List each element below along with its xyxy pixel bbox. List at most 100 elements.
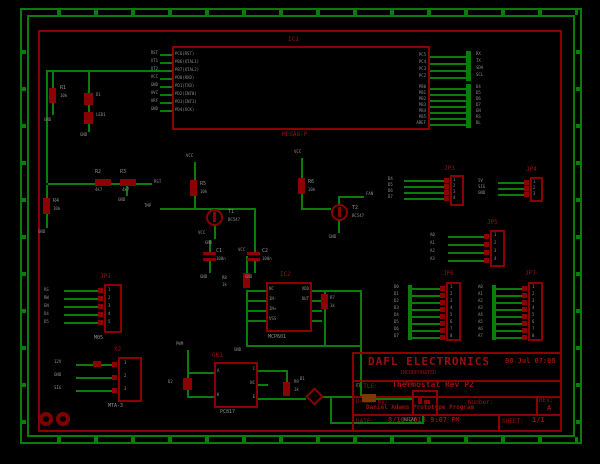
- wire[interactable]: [312, 320, 322, 322]
- wire[interactable]: [160, 94, 172, 96]
- net-label[interactable]: 12V: [54, 359, 62, 364]
- net-label[interactable]: 2: [124, 373, 127, 378]
- wire[interactable]: [442, 124, 466, 126]
- net-label[interactable]: D4: [388, 176, 393, 181]
- net-label[interactable]: 3: [453, 189, 456, 194]
- wire[interactable]: [46, 72, 48, 183]
- net-label[interactable]: RX: [476, 51, 481, 56]
- ref-label[interactable]: JP1: [100, 273, 111, 280]
- net-label[interactable]: A0: [478, 284, 483, 289]
- wire[interactable]: [160, 102, 172, 104]
- net-label[interactable]: B1: [300, 376, 305, 381]
- net-label[interactable]: 3: [494, 248, 497, 253]
- symbol-segment[interactable]: [522, 321, 527, 326]
- component-body[interactable]: [172, 46, 430, 130]
- net-label[interactable]: PC5: [418, 52, 426, 57]
- wire[interactable]: [246, 290, 266, 292]
- wire[interactable]: [338, 196, 364, 198]
- net-label[interactable]: R3: [120, 169, 127, 175]
- symbol-segment[interactable]: [203, 258, 216, 261]
- net-label[interactable]: 1: [108, 287, 111, 292]
- symbol-segment[interactable]: [112, 388, 117, 393]
- net-label[interactable]: BL: [476, 120, 481, 125]
- net-label[interactable]: 6: [450, 319, 453, 324]
- net-label[interactable]: SIG: [54, 385, 62, 390]
- net-label[interactable]: A3: [430, 256, 435, 261]
- wire[interactable]: [64, 298, 98, 300]
- net-label[interactable]: D1: [96, 92, 101, 97]
- symbol-segment[interactable]: [352, 352, 354, 432]
- net-label[interactable]: 1: [532, 284, 535, 289]
- wire[interactable]: [160, 54, 172, 56]
- wire[interactable]: [46, 214, 48, 228]
- net-label[interactable]: 100n: [216, 256, 226, 261]
- wire[interactable]: [498, 194, 524, 196]
- net-label[interactable]: D2: [394, 298, 399, 303]
- symbol-segment[interactable]: [352, 352, 562, 354]
- wire[interactable]: [496, 302, 522, 304]
- net-label[interactable]: MTA-3: [108, 403, 124, 409]
- symbol-segment[interactable]: [440, 321, 445, 326]
- net-label[interactable]: RS: [44, 287, 49, 292]
- net-label[interactable]: A7: [478, 333, 483, 338]
- wire[interactable]: [498, 182, 524, 184]
- symbol-segment[interactable]: [38, 430, 562, 432]
- wire[interactable]: [376, 398, 412, 400]
- symbol-segment[interactable]: [321, 294, 328, 309]
- symbol-segment[interactable]: [352, 380, 562, 382]
- wire[interactable]: [301, 208, 331, 210]
- net-label[interactable]: A5: [478, 319, 483, 324]
- symbol-segment[interactable]: [522, 335, 527, 340]
- wire[interactable]: [268, 398, 306, 400]
- net-label[interactable]: 3: [124, 386, 127, 391]
- wire[interactable]: [338, 196, 340, 204]
- net-label[interactable]: EN: [476, 108, 481, 113]
- wire[interactable]: [246, 310, 266, 312]
- ref-label[interactable]: JP4: [526, 166, 537, 173]
- net-label[interactable]: 8: [532, 333, 535, 338]
- ref-label[interactable]: MEGA8-P: [282, 131, 308, 138]
- net-label[interactable]: PB6(XTAL1): [175, 59, 200, 64]
- net-label[interactable]: PB2: [418, 96, 426, 101]
- net-label[interactable]: 7: [450, 326, 453, 331]
- wire[interactable]: [448, 252, 484, 254]
- wire[interactable]: [412, 295, 440, 297]
- net-label[interactable]: A0: [430, 232, 435, 237]
- wire[interactable]: [126, 186, 128, 196]
- symbol-segment[interactable]: [84, 93, 93, 105]
- symbol-segment[interactable]: [98, 312, 103, 317]
- wire[interactable]: [442, 100, 466, 102]
- net-label[interactable]: MCP601: [268, 334, 287, 340]
- wire[interactable]: [496, 295, 522, 297]
- net-label[interactable]: SCL: [476, 72, 484, 77]
- net-label[interactable]: BC547: [352, 213, 365, 218]
- wire[interactable]: [412, 323, 440, 325]
- net-label[interactable]: D5: [476, 90, 481, 95]
- net-label[interactable]: RS: [476, 114, 481, 119]
- net-label[interactable]: RELAY: [404, 417, 417, 422]
- wire[interactable]: [254, 208, 256, 252]
- net-label[interactable]: A3: [478, 305, 483, 310]
- wire[interactable]: [496, 288, 522, 290]
- component-body[interactable]: [490, 230, 505, 267]
- wire[interactable]: [64, 306, 98, 308]
- net-label[interactable]: R5: [200, 181, 207, 187]
- net-label[interactable]: 7: [532, 326, 535, 331]
- net-label[interactable]: RST: [150, 50, 158, 55]
- symbol-segment[interactable]: [247, 258, 260, 261]
- net-label[interactable]: PD3(INT1): [175, 99, 197, 104]
- net-label[interactable]: E: [252, 394, 255, 399]
- wire[interactable]: [286, 372, 288, 382]
- transistor-circle[interactable]: [206, 209, 223, 226]
- net-label[interactable]: 4: [450, 305, 453, 310]
- symbol-segment[interactable]: [440, 286, 445, 291]
- net-label[interactable]: D3: [394, 305, 399, 310]
- wire[interactable]: [187, 372, 189, 378]
- ref-label[interactable]: K1: [406, 380, 414, 387]
- wire[interactable]: [160, 62, 172, 64]
- net-label[interactable]: 1k: [294, 387, 299, 392]
- wire[interactable]: [466, 84, 471, 128]
- symbol-segment[interactable]: [522, 300, 527, 305]
- net-label[interactable]: R4: [53, 198, 60, 204]
- symbol-segment[interactable]: [440, 307, 445, 312]
